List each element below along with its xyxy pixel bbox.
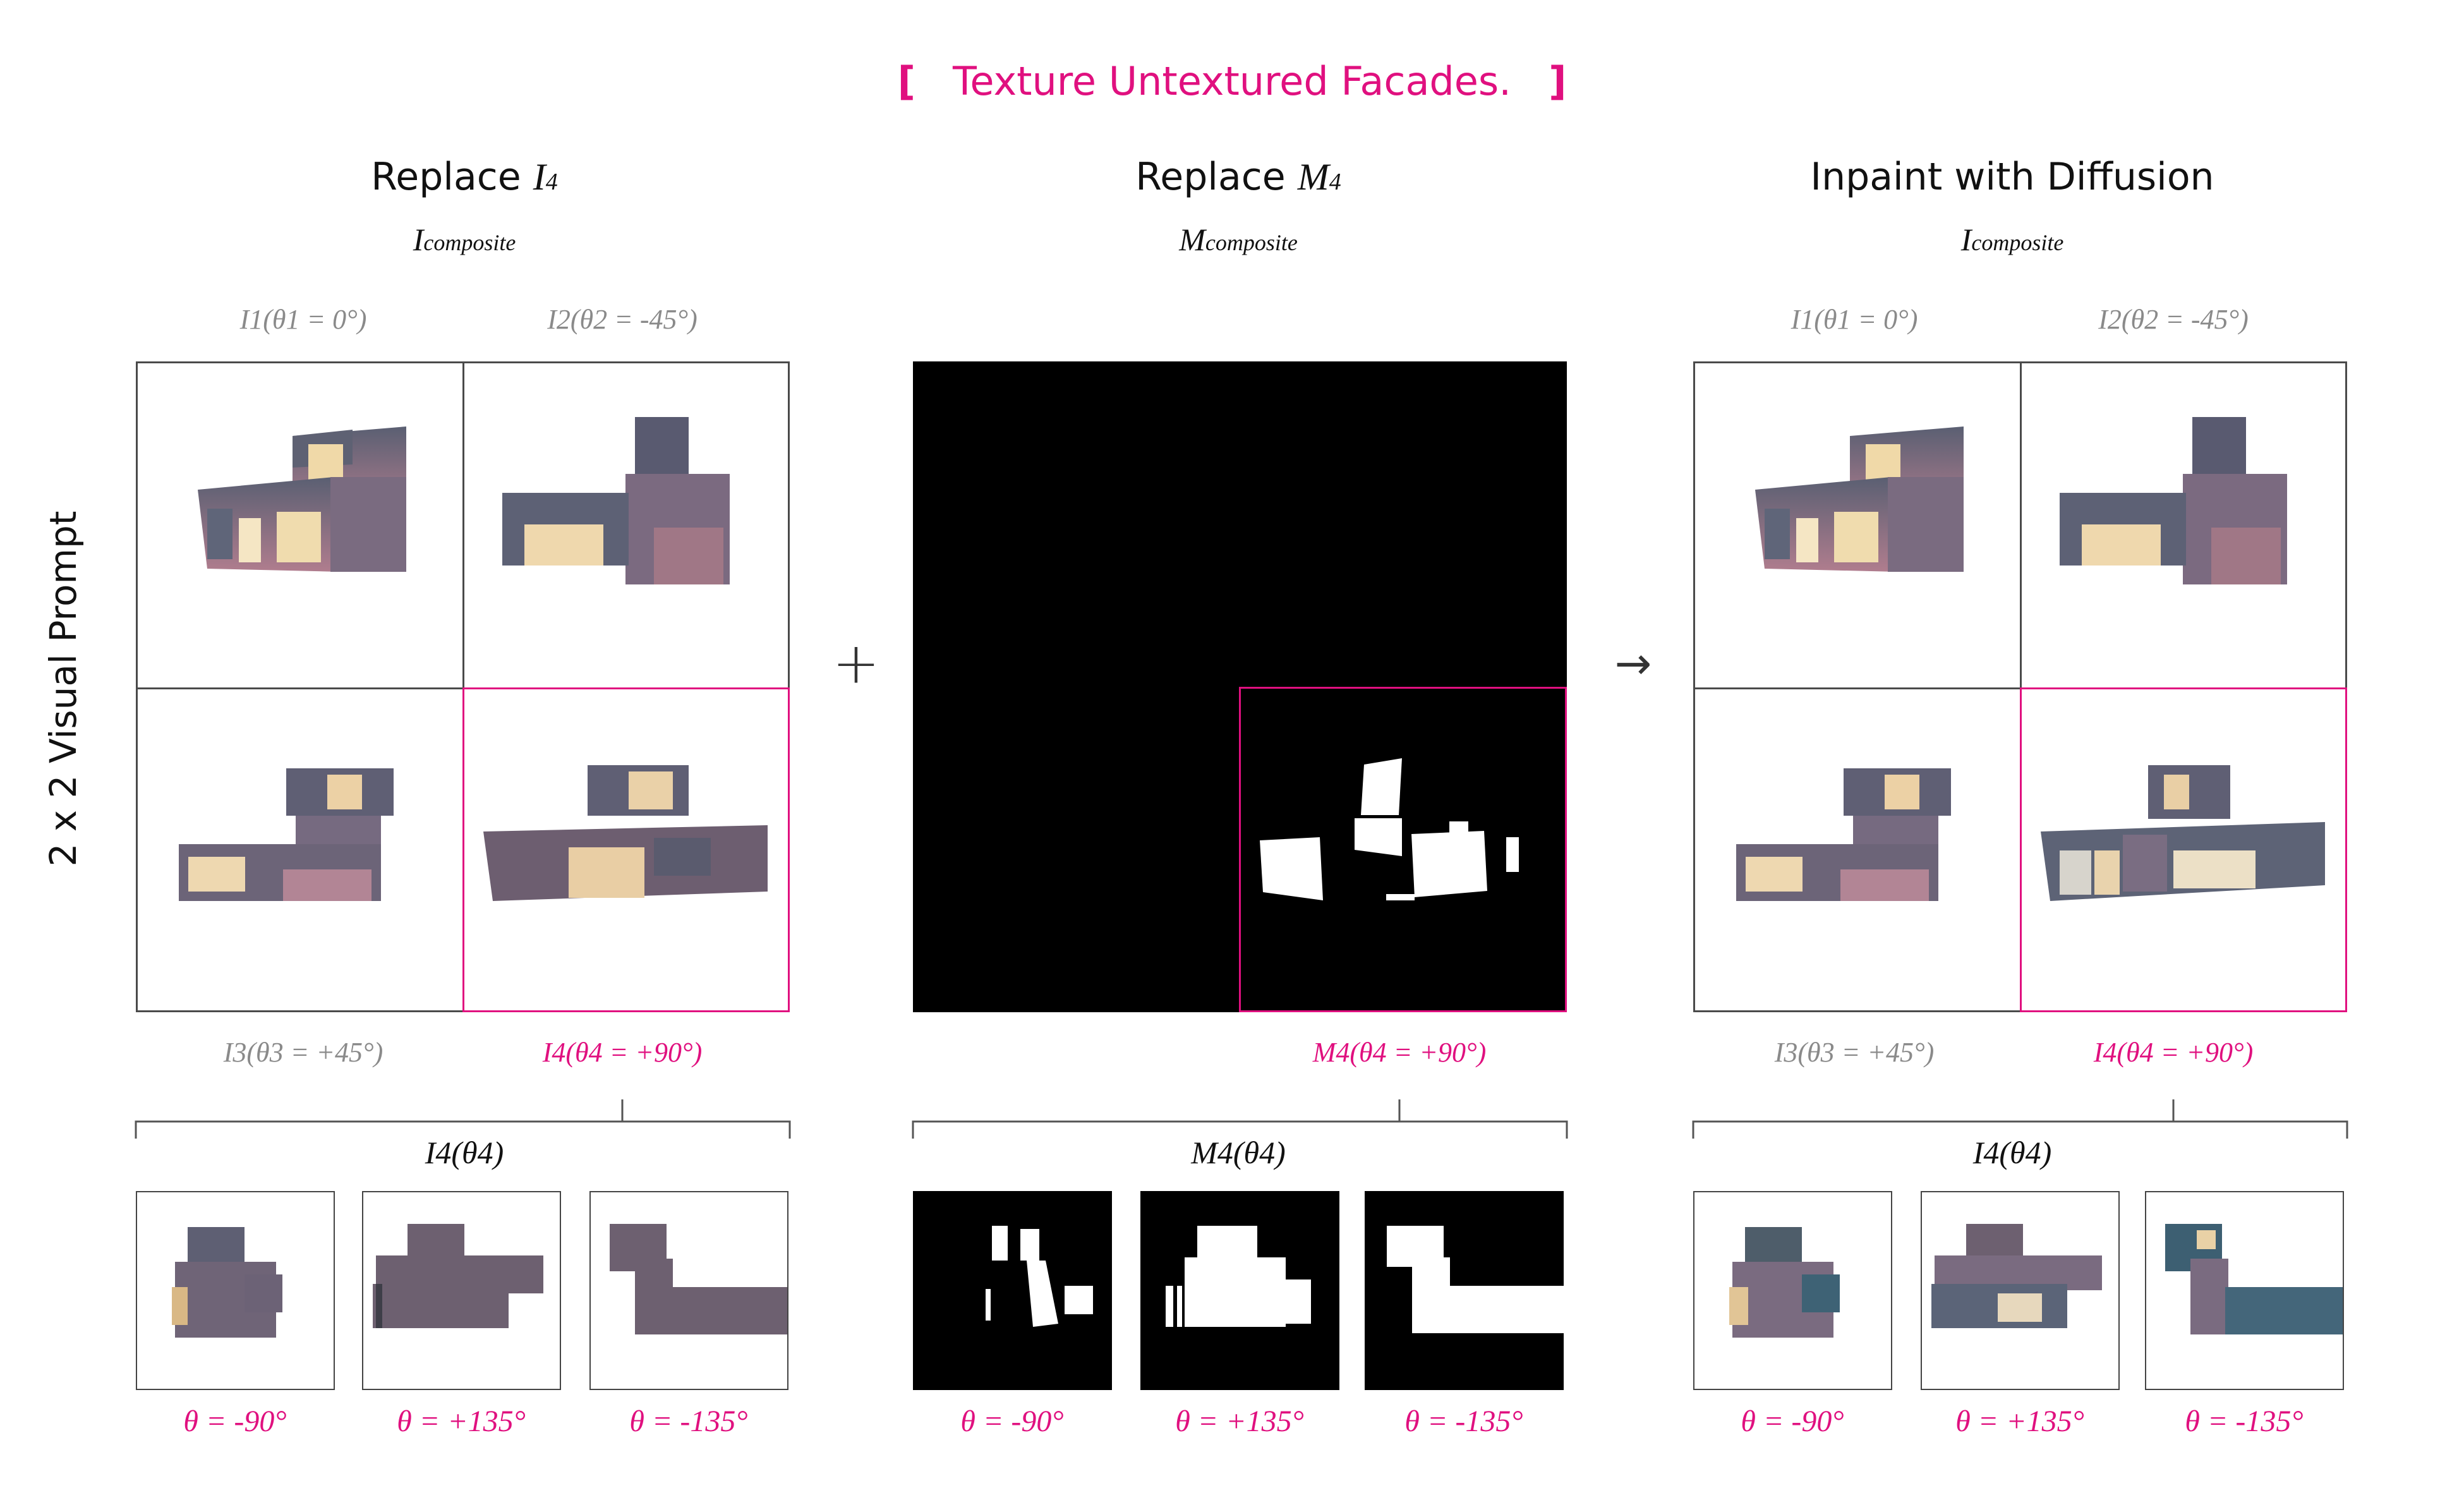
left-grid-divider-h xyxy=(138,687,464,689)
right-composite-label: Icomposite xyxy=(1960,222,2064,257)
mask-thumb-2 xyxy=(1140,1191,1339,1390)
right-view-2-image xyxy=(2022,363,2347,687)
middle-bracket-label: M4(θ4) xyxy=(1191,1135,1286,1170)
right-composite-grid xyxy=(1693,361,2347,1012)
left-composite-grid xyxy=(136,361,790,1012)
left-bracket-label: I4(θ4) xyxy=(425,1135,504,1170)
left-view-1-image xyxy=(138,363,462,687)
mask-4-shapes xyxy=(1260,758,1519,900)
right-view-3-image xyxy=(1695,689,2020,1012)
middle-composite-label: Mcomposite xyxy=(1179,222,1298,257)
right-grid-divider-v xyxy=(2020,363,2022,688)
left-header: Replace I4 xyxy=(371,155,558,199)
left-grid-divider-v xyxy=(462,363,464,688)
left-thumb-3 xyxy=(589,1191,788,1390)
right-theta-1: θ = -90° xyxy=(1741,1405,1844,1438)
right-thumb-1 xyxy=(1693,1191,1892,1390)
mask-theta-3: θ = -135° xyxy=(1404,1405,1523,1438)
mask-thumb-1 xyxy=(913,1191,1112,1390)
right-label-v4: I4(θ4 = +90°) xyxy=(2093,1037,2254,1068)
mask-label-m4: M4(θ4 = +90°) xyxy=(1312,1037,1487,1068)
right-header: Inpaint with Diffusion xyxy=(1810,155,2214,199)
left-view-4-highlight xyxy=(462,687,790,1012)
left-label-v4: I4(θ4 = +90°) xyxy=(542,1037,703,1068)
left-composite-label: Icomposite xyxy=(413,222,516,257)
right-label-v1: I1(θ1 = 0°) xyxy=(1791,304,1918,335)
right-theta-2: θ = +135° xyxy=(1955,1405,2084,1438)
right-label-v3: I3(θ3 = +45°) xyxy=(1774,1037,1935,1068)
figure-title: [ Texture Untextured Facades. ] xyxy=(898,58,1567,104)
mask-theta-1: θ = -90° xyxy=(960,1405,1064,1438)
mask-composite xyxy=(913,361,1567,1012)
left-theta-3: θ = -135° xyxy=(629,1405,748,1438)
mask-view-4-highlight xyxy=(1239,687,1567,1012)
left-label-v2: I2(θ2 = -45°) xyxy=(547,304,698,335)
mask-thumb-3 xyxy=(1365,1191,1564,1390)
left-theta-2: θ = +135° xyxy=(397,1405,526,1438)
mask-theta-2: θ = +135° xyxy=(1175,1405,1304,1438)
right-thumb-2 xyxy=(1921,1191,2120,1390)
left-view-3-image xyxy=(138,689,462,1012)
left-thumb-2 xyxy=(362,1191,561,1390)
left-view-2-image xyxy=(464,363,790,687)
left-label-v3: I3(θ3 = +45°) xyxy=(223,1037,383,1068)
right-bracket-label: I4(θ4) xyxy=(1972,1135,2052,1170)
left-thumb-1 xyxy=(136,1191,335,1390)
right-thumb-3 xyxy=(2145,1191,2344,1390)
right-theta-3: θ = -135° xyxy=(2185,1405,2304,1438)
right-view-1-image xyxy=(1695,363,2020,687)
arrow-operator: → xyxy=(1614,638,1652,689)
middle-header: Replace M4 xyxy=(1135,155,1341,199)
title-text: Texture Untextured Facades. xyxy=(953,58,1511,104)
right-view-4-highlight xyxy=(2020,687,2347,1012)
title-bracket-open: [ xyxy=(897,58,915,104)
right-label-v2: I2(θ2 = -45°) xyxy=(2098,304,2249,335)
left-label-v1: I1(θ1 = 0°) xyxy=(239,304,367,335)
title-bracket-close: ] xyxy=(1549,58,1567,104)
left-theta-1: θ = -90° xyxy=(183,1405,287,1438)
right-grid-divider-h xyxy=(1695,687,2022,689)
plus-operator: + xyxy=(832,630,880,697)
